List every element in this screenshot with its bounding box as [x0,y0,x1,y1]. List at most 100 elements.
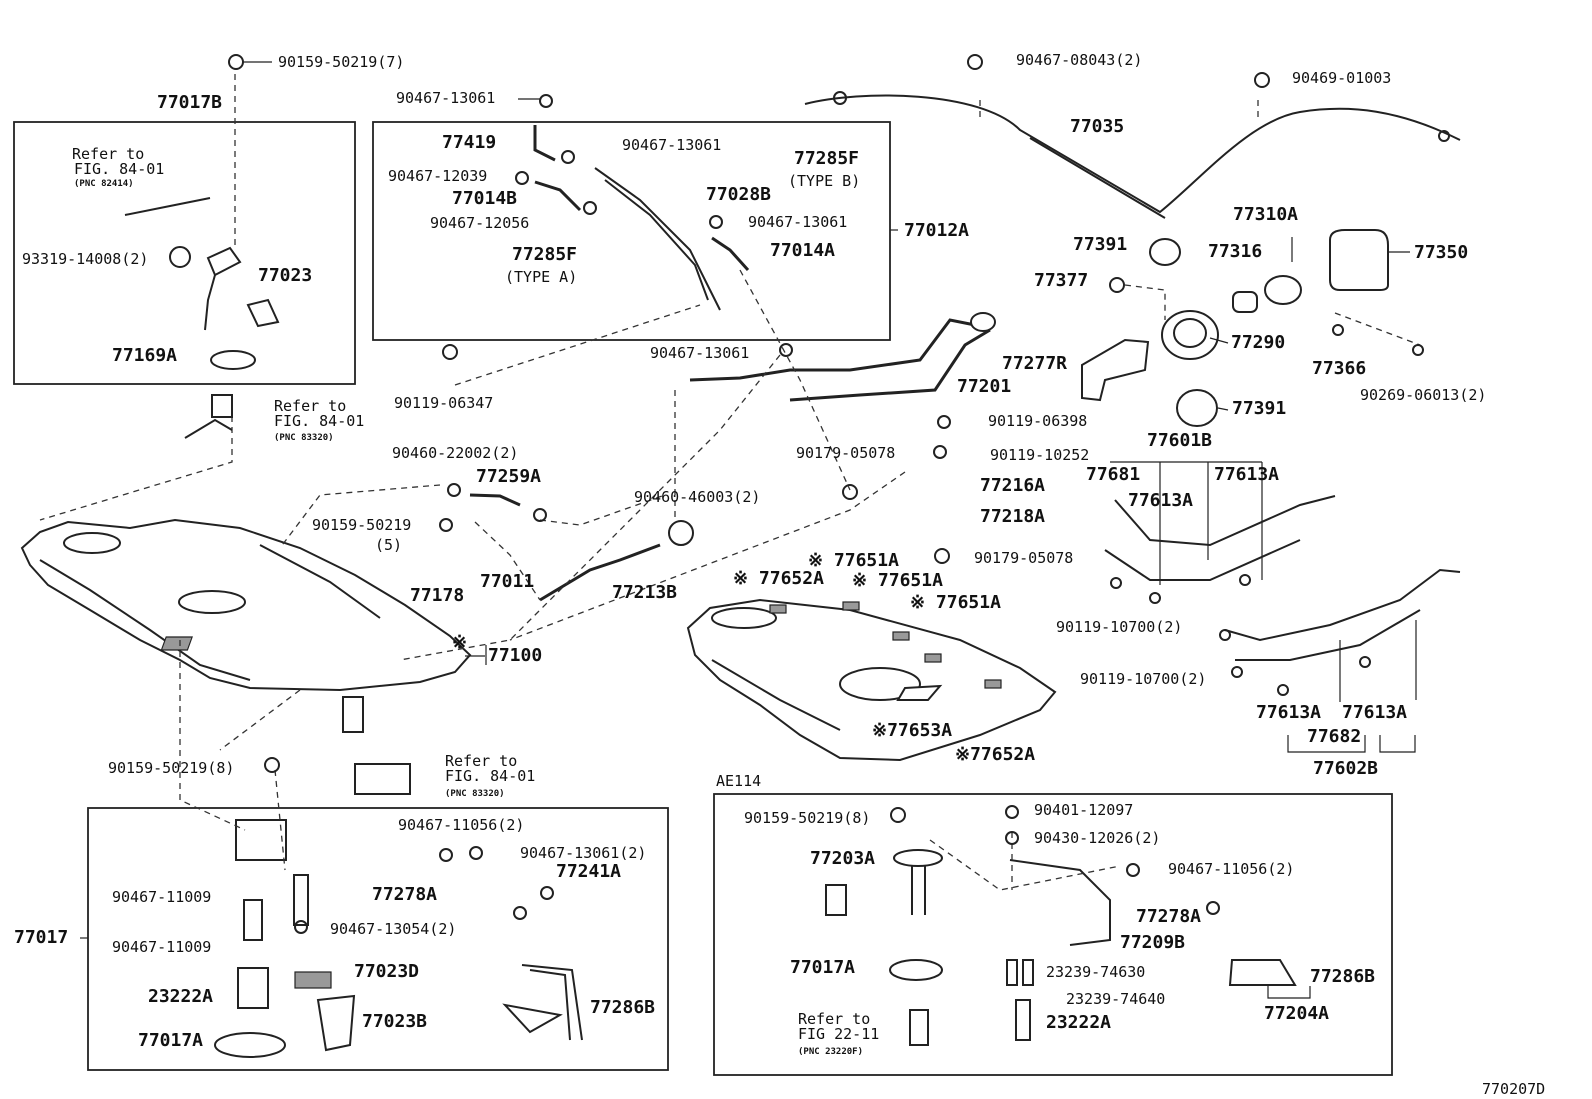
label-77035: 77035 [1070,116,1124,137]
label-77613A-c: 77613A [1256,702,1321,723]
label-77651A-a: ※ 77651A [808,550,899,571]
label-77652A-a: ※ 77652A [733,568,824,589]
label-90467-11056-b: 90467-11056(2) [1168,860,1294,878]
label-90179-05078-b: 90179-05078 [974,549,1073,567]
label-90119-10252: 90119-10252 [990,446,1089,464]
label-77613A-d: 77613A [1342,702,1407,723]
label-77017A-b: 77017A [790,957,855,978]
hose-77213B [539,543,661,602]
label-77285F-typeB: 77285F [794,148,859,169]
pnc-label-2: (PNC 83320) [274,433,334,443]
label-90467-11009-a: 90467-11009 [112,888,211,906]
tank-pad [160,636,193,651]
label-77017A-a: 77017A [138,1030,203,1051]
pnc-label-3: (PNC 83320) [445,789,505,799]
label-77213B: 77213B [612,582,677,603]
pump-bracket-77286B [502,964,583,1041]
label-90467-13054: 90467-13054(2) [330,920,456,938]
label-77209B: 77209B [1120,932,1185,953]
label-90467-13061-b: 90467-13061 [622,136,721,154]
ae114-pump-assy [825,849,1297,1046]
label-90430-12026: 90430-12026(2) [1034,829,1160,847]
label-77366: 77366 [1312,358,1366,379]
label-77286B-a: 77286B [590,997,655,1018]
sender-gauge-box [13,121,356,385]
label-23222A-b: 23222A [1046,1012,1111,1033]
label-77278A-b: 77278A [1136,906,1201,927]
label-77203A: 77203A [810,848,875,869]
fuel-pump-assy [214,819,356,1058]
label-77350: 77350 [1414,242,1468,263]
label-90469-01003: 90469-01003 [1292,69,1391,87]
refer-to-label-1: Refer to [72,145,144,163]
label-77310A: 77310A [1233,204,1298,225]
label-77023D: 77023D [354,961,419,982]
section-label-ae114: AE114 [716,772,761,790]
label-90119-06347: 90119-06347 [394,394,493,412]
label-77391-b: 77391 [1232,398,1286,419]
label-77651A-c: ※ 77651A [910,592,1001,613]
label-90467-08043: 90467-08043(2) [1016,51,1142,69]
label-77017: 77017 [14,927,68,948]
label-93319-14008: 93319-14008(2) [22,250,148,268]
label-77602B: 77602B [1313,758,1378,779]
label-90467-13061-c: 90467-13061 [748,213,847,231]
label-77601B: 77601B [1147,430,1212,451]
label-90467-13061-a: 90467-13061 [396,89,495,107]
label-77652A-b: ※77652A [955,744,1035,765]
label-90467-12056: 90467-12056 [430,214,529,232]
filler-pipe [689,312,996,402]
label-77201: 77201 [957,376,1011,397]
label-77241A: 77241A [556,861,621,882]
pnc-label-1: (PNC 82414) [74,179,134,189]
tank-protector [686,598,1057,762]
ae114-pump-box [713,793,1393,1076]
fuel-lid-77350 [1329,229,1389,291]
label-90467-13061-2: 90467-13061(2) [520,844,646,862]
label-77028B: 77028B [706,184,771,205]
fuel-lid-cable [804,91,1461,219]
label-23222A-a: 23222A [148,986,213,1007]
label-77023B: 77023B [362,1011,427,1032]
label-77014B: 77014B [452,188,517,209]
label-77100: 77100 [488,645,542,666]
pump-connector [354,763,411,795]
label-77681: 77681 [1086,464,1140,485]
hose-77014A [711,236,750,272]
tube-77028B [594,167,721,311]
vent-hose-box [372,121,891,341]
label-77204A: 77204A [1264,1003,1329,1024]
hose-77014B [534,180,582,212]
label-77277R: 77277R [1002,353,1067,374]
label-90179-05078-a: 90179-05078 [796,444,895,462]
label-5: (5) [375,536,402,554]
label-type-a: (TYPE A) [505,268,577,286]
fuel-pump-box [87,807,669,1071]
gasket-77391 [1149,238,1181,266]
star-mark: ※ [452,632,467,653]
label-90159-50219-8a: 90159-50219(8) [108,759,234,777]
label-23239-74640: 23239-74640 [1066,990,1165,1008]
label-77017B: 77017B [157,92,222,113]
hose-77259A [469,493,521,507]
label-77613A-a: 77613A [1128,490,1193,511]
label-77285F-typeA: 77285F [512,244,577,265]
label-77653A: ※77653A [872,720,952,741]
label-77286B-b: 77286B [1310,966,1375,987]
fig-label-3: FIG. 84-01 [445,767,535,785]
label-90119-10700-b: 90119-10700(2) [1080,670,1206,688]
label-90467-12039: 90467-12039 [388,167,487,185]
label-77391-a: 77391 [1073,234,1127,255]
refer-to-label-3: Refer to [445,752,517,770]
refer-to-label-4: Refer to [798,1010,870,1028]
label-77218A: 77218A [980,506,1045,527]
fuel-tank [20,518,472,692]
diagram-code: 770207D [1482,1080,1545,1098]
label-77023: 77023 [258,265,312,286]
cap-77290 [1161,310,1219,360]
pnc-label-4: (PNC 23220F) [798,1047,863,1057]
label-90119-10700-a: 90119-10700(2) [1056,618,1182,636]
label-77259A: 77259A [476,466,541,487]
fig-label-1: FIG. 84-01 [74,160,164,178]
label-77419: 77419 [442,132,496,153]
